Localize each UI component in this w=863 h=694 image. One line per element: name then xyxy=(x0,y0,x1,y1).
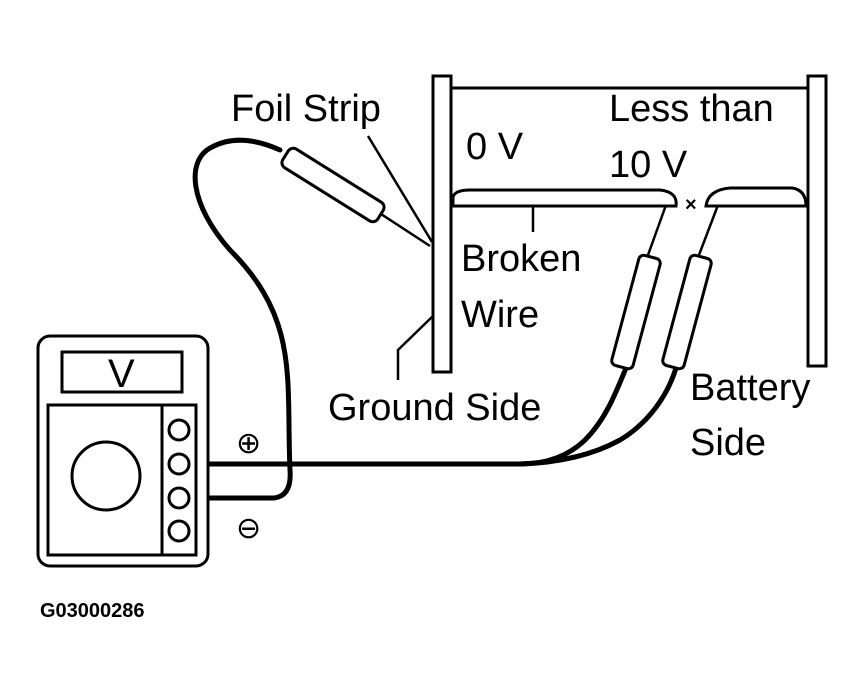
ground-probe-handle xyxy=(280,146,386,224)
broken-side-probe-tip xyxy=(646,204,668,256)
side-label: Side xyxy=(690,422,766,464)
heater-wire-left-segment xyxy=(451,188,678,208)
ground-side-label: Ground Side xyxy=(328,387,541,429)
battery-side-lead-cable xyxy=(517,365,679,467)
break-mark: × xyxy=(685,194,697,216)
ground-probe xyxy=(280,146,431,248)
voltmeter xyxy=(36,334,210,568)
window-glass-frame xyxy=(431,74,828,374)
voltmeter-dial xyxy=(70,440,142,512)
positive-symbol: ⊕ xyxy=(236,427,261,460)
heater-wire-right-segment xyxy=(704,186,808,208)
test-leads xyxy=(185,137,679,501)
wire-label: Wire xyxy=(461,294,539,336)
foil-strip-label: Foil Strip xyxy=(231,88,381,130)
negative-lead-cable xyxy=(185,137,293,501)
voltmeter-display-text: V xyxy=(108,352,135,396)
battery-side-probe-handle xyxy=(661,253,713,371)
ground-probe-tip xyxy=(377,210,431,248)
broken-label: Broken xyxy=(461,238,581,280)
zero-volt-label: 0 V xyxy=(466,126,524,168)
leader-lines xyxy=(366,135,535,380)
broken-side-probe-handle xyxy=(610,253,662,371)
voltmeter-terminal-positive xyxy=(167,452,191,476)
foil-strip-leader xyxy=(366,135,434,243)
battery-side-probe xyxy=(661,204,720,371)
less-than-label: Less than xyxy=(609,88,774,130)
ten-volt-label: 10 V xyxy=(609,144,688,186)
voltmeter-terminal-4 xyxy=(167,519,191,543)
glass-left-edge xyxy=(431,74,453,374)
voltmeter-terminal-negative xyxy=(167,486,191,510)
glass-right-edge xyxy=(806,74,828,368)
voltmeter-display xyxy=(60,350,184,394)
negative-symbol: ⊖ xyxy=(236,512,261,545)
ground-side-leader xyxy=(396,315,434,380)
battery-side-probe-tip xyxy=(697,204,720,256)
figure-code: G03000286 xyxy=(40,600,145,622)
broken-side-probe xyxy=(610,204,668,371)
voltmeter-terminal-1 xyxy=(167,418,191,442)
battery-label: Battery xyxy=(690,367,810,409)
